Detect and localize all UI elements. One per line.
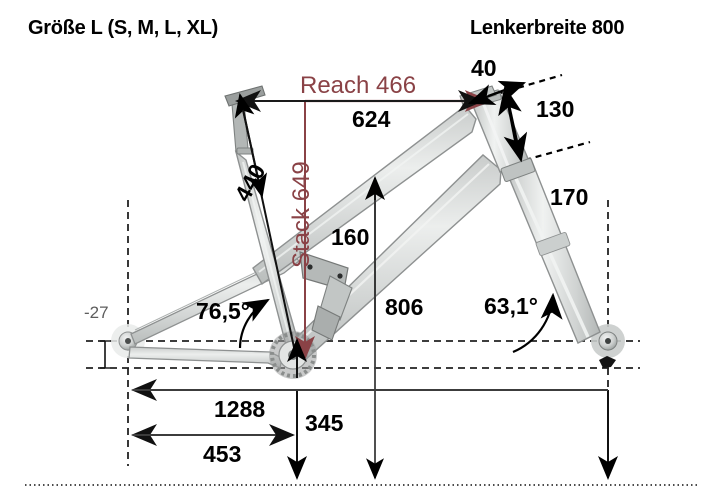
shock-shaft <box>311 305 341 341</box>
stack-label: Stack 649 <box>288 161 315 268</box>
shock-body <box>319 275 353 321</box>
suspension-linkage <box>299 251 353 341</box>
headtube-dimension <box>498 85 528 163</box>
fork-dropout <box>599 356 616 368</box>
headtube-label: 130 <box>536 96 575 122</box>
chain-stay <box>128 346 283 369</box>
fork-lower-transition <box>535 232 571 256</box>
seat-angle-arc <box>238 298 270 349</box>
stack-height-label: 806 <box>385 294 424 320</box>
wheelbase-label: 1288 <box>214 396 266 422</box>
toptube-label: 624 <box>352 106 391 132</box>
spacer-label: 40 <box>471 55 497 81</box>
chainstay-label: 453 <box>203 441 242 467</box>
saddle <box>224 85 266 107</box>
seattube-dimension <box>234 93 296 353</box>
fork-crown <box>500 158 536 182</box>
page-title-size: Größe L (S, M, L, XL) <box>28 17 218 39</box>
headtube-bottom-dash <box>524 140 591 162</box>
top-tube <box>252 105 477 286</box>
shock-travel-label: 160 <box>331 224 370 250</box>
bb-height-label: 345 <box>305 410 344 436</box>
page-title-handlebar: Lenkerbreite 800 <box>470 17 625 39</box>
head-angle-label: 63,1° <box>484 293 538 319</box>
fork-travel-label: 170 <box>550 184 589 210</box>
seat-angle-label: 76,5° <box>196 298 250 324</box>
head-angle-arc <box>512 292 563 354</box>
reach-label: Reach 466 <box>300 72 417 99</box>
bb-drop-label: -27 <box>84 303 109 322</box>
